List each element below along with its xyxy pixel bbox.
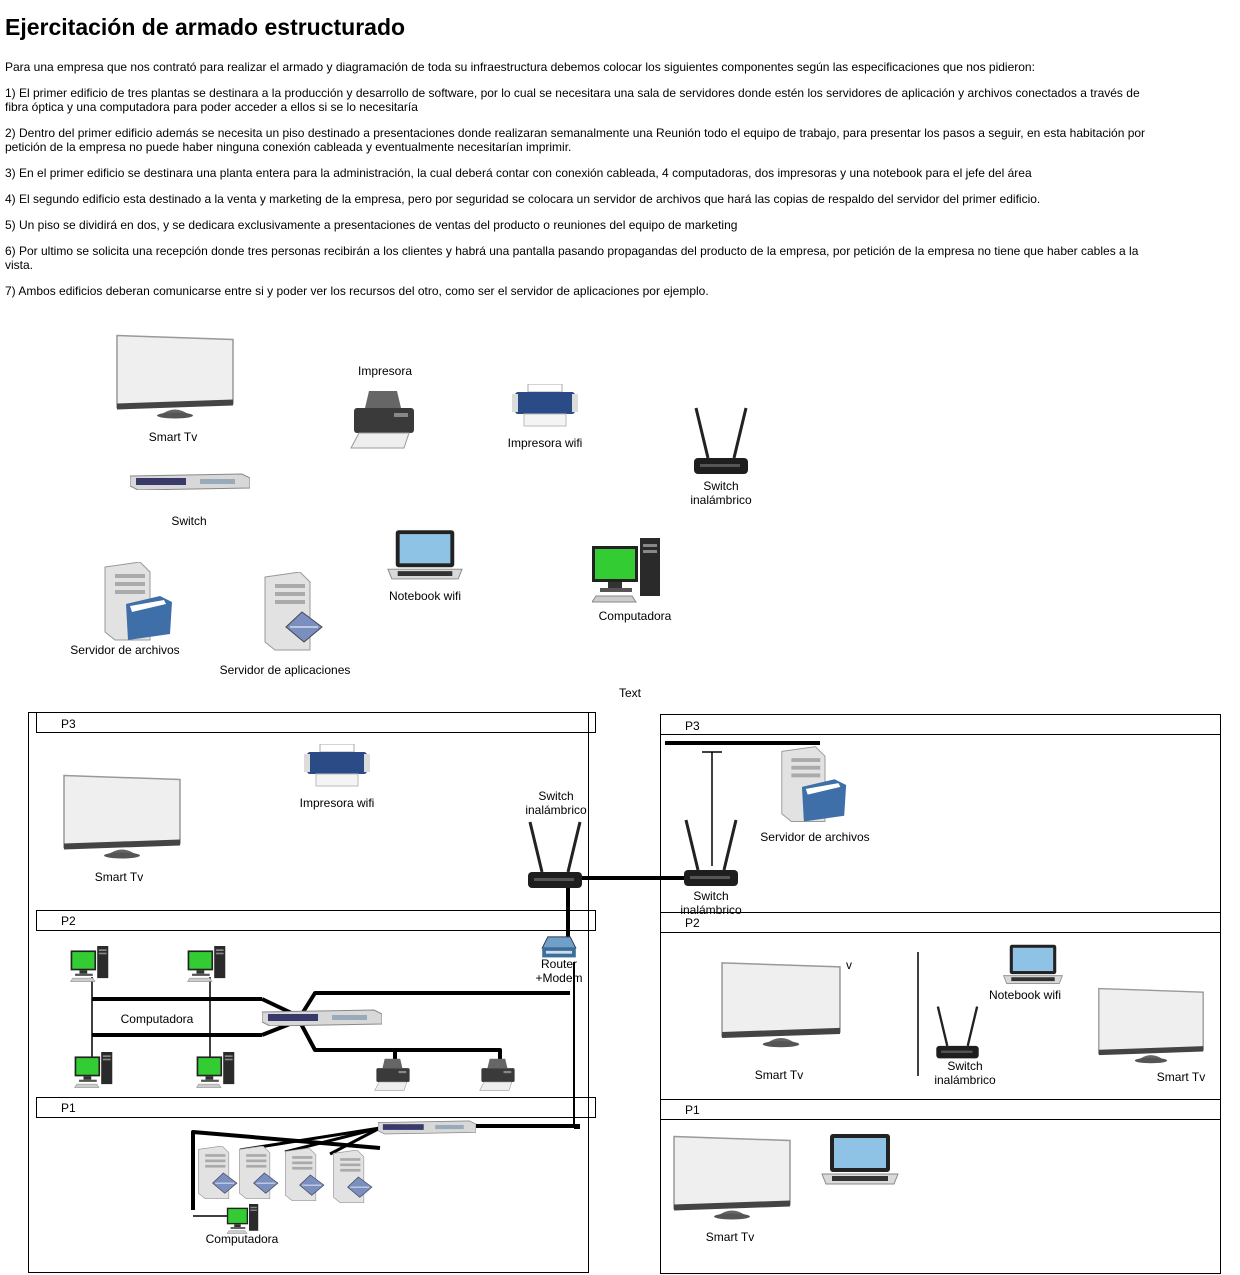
b2-p2-notebook-label: Notebook wifi <box>988 988 1062 1002</box>
b2-p3-file-server-label: Servidor de archivos <box>760 830 870 844</box>
stray-text-label: Text <box>618 686 641 700</box>
b2-p1-notebook-icon <box>820 1134 900 1189</box>
requirement-7: 7) Ambos edificios deberan comunicarse e… <box>5 284 709 298</box>
requirement-4: 4) El segundo edificio esta destinado a … <box>5 192 1041 206</box>
b1-p2-printer-1-icon <box>373 1056 413 1092</box>
b1-p1-app-server-3-icon <box>282 1148 326 1202</box>
b1-p3-wireless-switch-label: Switch inalámbrico <box>525 789 587 817</box>
b2-floor-p1-header <box>660 1099 1221 1120</box>
b2-p3-wireless-switch-icon <box>676 818 746 888</box>
b2-floor-p1-label: P1 <box>685 1103 700 1117</box>
requirement-1: 1) El primer edificio de tres plantas se… <box>5 86 1140 114</box>
legend-app-server-label: Servidor de aplicaciones <box>219 663 351 677</box>
b1-floor-p2-header <box>36 910 596 931</box>
b2-floor-p3-header <box>660 714 1221 735</box>
b1-p2-computer-3-icon <box>74 1052 114 1088</box>
b1-floor-p2-label: P2 <box>61 914 76 928</box>
legend-smart-tv-label: Smart Tv <box>148 430 198 444</box>
requirement-2: 2) Dentro del primer edificio además se … <box>5 126 1146 154</box>
b1-p1-computer-label: Computadora <box>205 1232 279 1246</box>
b1-floor-p1-label: P1 <box>61 1101 76 1115</box>
b1-floor-p1-header <box>36 1097 596 1118</box>
b2-p2-notebook-icon <box>1002 944 1064 988</box>
b2-p2-smart-tv-right-icon <box>1097 982 1205 1068</box>
b1-p3-wifi-printer-label: Impresora wifi <box>299 796 375 810</box>
b2-p3-file-server-icon <box>777 746 849 824</box>
b2-floor-p2-header <box>660 912 1221 933</box>
b2-p2-mark: v <box>846 958 852 972</box>
legend-printer-label: Impresora <box>357 364 413 378</box>
legend-wireless-switch-label: Switch inalámbrico <box>690 479 752 507</box>
p2-printer-line <box>298 1021 502 1062</box>
p2-switch-to-router <box>298 991 570 1019</box>
legend-notebook-label: Notebook wifi <box>388 589 462 603</box>
legend-computer-label: Computadora <box>598 609 672 623</box>
b1-p1-switch-icon <box>378 1115 476 1135</box>
legend-file-server-label: Servidor de archivos <box>70 643 180 657</box>
requirement-6: 6) Por ultimo se solicita una recepción … <box>5 244 1139 272</box>
b1-p3-smart-tv-icon <box>62 768 182 864</box>
b1-floor-p3-label: P3 <box>61 717 76 731</box>
b2-p3-wireless-switch-label: Switch inalámbrico <box>680 889 742 917</box>
b1-p2-printer-2-icon <box>478 1056 518 1092</box>
b1-p2-computer-label: Computadora <box>112 1012 202 1026</box>
b1-p1-app-server-1-icon <box>195 1146 239 1200</box>
b1-p1-computer-icon <box>226 1204 260 1234</box>
b1-p2-computer-4-icon <box>196 1052 236 1088</box>
b1-p3-wireless-switch-icon <box>520 820 590 890</box>
page-title: Ejercitación de armado estructurado <box>5 14 406 40</box>
b2-floor-p3-label: P3 <box>685 719 700 733</box>
b2-p1-smart-tv-icon <box>672 1129 792 1225</box>
b1-p1-app-server-4-icon <box>330 1150 374 1204</box>
b2-p2-wireless-switch-icon <box>930 1005 985 1060</box>
legend-switch-label: Switch <box>171 514 207 528</box>
b2-floor-p2-label: P2 <box>685 916 700 930</box>
b1-p1-app-server-2-icon <box>236 1146 280 1200</box>
b1-floor-p3-header <box>36 712 596 733</box>
b1-p2-switch-icon <box>262 1004 382 1026</box>
b2-p2-smart-tv-left-label: Smart Tv <box>754 1068 804 1082</box>
requirement-3: 3) En el primer edificio se destinara un… <box>5 166 1032 180</box>
b1-p3-smart-tv-label: Smart Tv <box>94 870 144 884</box>
b1-p2-computer-2-icon <box>187 946 227 982</box>
legend-wifi-printer-label: Impresora wifi <box>507 436 583 450</box>
intro-text: Para una empresa que nos contrató para r… <box>5 60 1035 74</box>
requirement-5: 5) Un piso se dividirá en dos, y se dedi… <box>5 218 738 232</box>
b2-p2-smart-tv-left-icon <box>720 956 842 1052</box>
b1-p3-wifi-printer-icon <box>302 744 372 789</box>
b1-p2-router-label: Router +Modem <box>535 957 583 985</box>
b2-p1-smart-tv-label: Smart Tv <box>705 1230 755 1244</box>
b1-p2-computer-1-icon <box>70 946 110 982</box>
b2-p2-wireless-switch-label: Switch inalámbrico <box>934 1059 996 1087</box>
b2-p2-smart-tv-right-label: Smart Tv <box>1156 1070 1206 1084</box>
